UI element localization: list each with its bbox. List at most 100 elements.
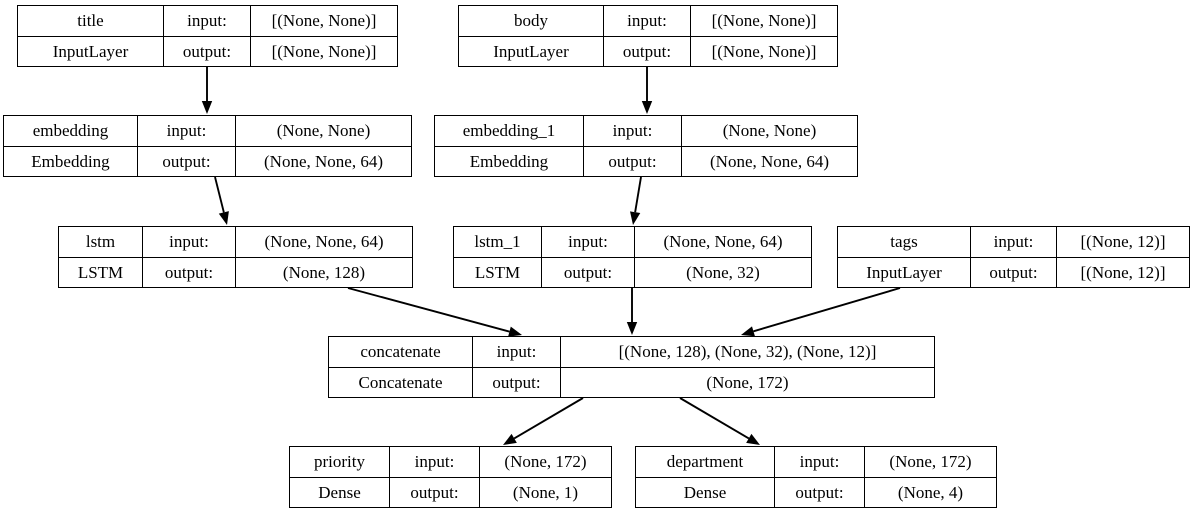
layer-class-embedding_1: Embedding bbox=[435, 146, 584, 176]
layer-class-embedding: Embedding bbox=[4, 146, 138, 176]
input-label-embedding_1: input: bbox=[584, 116, 682, 146]
output-label-body: output: bbox=[604, 36, 691, 66]
edge-arrowhead bbox=[630, 211, 641, 225]
layer-class-body: InputLayer bbox=[459, 36, 604, 66]
output-shape-body: [(None, None)] bbox=[711, 41, 817, 61]
input-shape-title: [(None, None)] bbox=[271, 11, 377, 31]
edge-lstm-to-concatenate bbox=[347, 287, 522, 337]
input-shape-body: [(None, None)] bbox=[711, 11, 817, 31]
layer-class-tags: InputLayer bbox=[838, 257, 971, 287]
layer-name-priority: priority bbox=[290, 447, 390, 477]
edge-arrowhead bbox=[218, 211, 229, 225]
edge-embedding-to-lstm bbox=[214, 176, 229, 225]
edge-arrowhead bbox=[741, 326, 755, 337]
edge-line bbox=[753, 287, 901, 333]
edge-arrowhead bbox=[746, 433, 760, 445]
input-shape-lstm: (None, None, 64) bbox=[264, 232, 384, 252]
output-shape-concatenate: (None, 172) bbox=[706, 372, 789, 392]
edge-body-to-embedding_1 bbox=[641, 67, 653, 114]
edge-concatenate-to-priority bbox=[503, 397, 584, 445]
layer-class-lstm_1: LSTM bbox=[454, 257, 542, 287]
edge-line bbox=[679, 397, 750, 440]
output-shape-embedding: (None, None, 64) bbox=[264, 151, 383, 171]
layer-name-body: body bbox=[459, 6, 604, 36]
edge-line bbox=[634, 176, 642, 213]
layer-name-embedding_1: embedding_1 bbox=[435, 116, 584, 146]
layer-class-title: InputLayer bbox=[18, 36, 164, 66]
output-label-embedding_1: output: bbox=[584, 146, 682, 176]
layer-name-concatenate: concatenate bbox=[329, 337, 473, 367]
layer-name-title: title bbox=[18, 6, 164, 36]
output-shape-title: [(None, None)] bbox=[271, 41, 377, 61]
layer-class-concatenate: Concatenate bbox=[329, 367, 473, 397]
layer-class-department: Dense bbox=[636, 477, 775, 507]
output-shape-department: (None, 4) bbox=[897, 482, 964, 502]
input-shape-embedding: (None, None) bbox=[276, 121, 371, 141]
input-label-concatenate: input: bbox=[473, 337, 561, 367]
layer-name-tags: tags bbox=[838, 227, 971, 257]
output-label-lstm_1: output: bbox=[542, 257, 635, 287]
input-shape-lstm_1: (None, None, 64) bbox=[663, 232, 783, 252]
input-shape-concatenate: [(None, 128), (None, 32), (None, 12)] bbox=[618, 342, 877, 362]
input-label-tags: input: bbox=[971, 227, 1057, 257]
input-label-priority: input: bbox=[390, 447, 480, 477]
edge-arrowhead bbox=[641, 101, 653, 114]
edge-concatenate-to-department bbox=[679, 397, 760, 445]
input-shape-embedding_1: (None, None) bbox=[722, 121, 817, 141]
input-label-lstm: input: bbox=[143, 227, 236, 257]
output-shape-lstm: (None, 128) bbox=[282, 262, 366, 282]
output-shape-priority: (None, 1) bbox=[512, 482, 579, 502]
input-shape-tags: [(None, 12)] bbox=[1080, 232, 1166, 252]
output-label-priority: output: bbox=[390, 477, 480, 507]
output-label-lstm: output: bbox=[143, 257, 236, 287]
input-label-lstm_1: input: bbox=[542, 227, 635, 257]
edge-line bbox=[347, 287, 510, 333]
edge-line bbox=[513, 397, 584, 440]
output-shape-embedding_1: (None, None, 64) bbox=[710, 151, 829, 171]
edge-title-to-embedding bbox=[201, 67, 213, 114]
output-shape-tags: [(None, 12)] bbox=[1080, 262, 1166, 282]
input-shape-department: (None, 172) bbox=[889, 452, 972, 472]
input-shape-priority: (None, 172) bbox=[504, 452, 587, 472]
layer-name-lstm_1: lstm_1 bbox=[454, 227, 542, 257]
output-label-embedding: output: bbox=[138, 146, 236, 176]
edge-arrowhead bbox=[201, 101, 213, 114]
layer-name-lstm: lstm bbox=[59, 227, 143, 257]
output-label-tags: output: bbox=[971, 257, 1057, 287]
edge-arrowhead bbox=[626, 322, 638, 335]
edge-tags-to-concatenate bbox=[741, 287, 901, 337]
input-label-embedding: input: bbox=[138, 116, 236, 146]
edge-arrowhead bbox=[503, 433, 517, 445]
input-label-department: input: bbox=[775, 447, 865, 477]
input-label-title: input: bbox=[164, 6, 251, 36]
input-label-body: input: bbox=[604, 6, 691, 36]
